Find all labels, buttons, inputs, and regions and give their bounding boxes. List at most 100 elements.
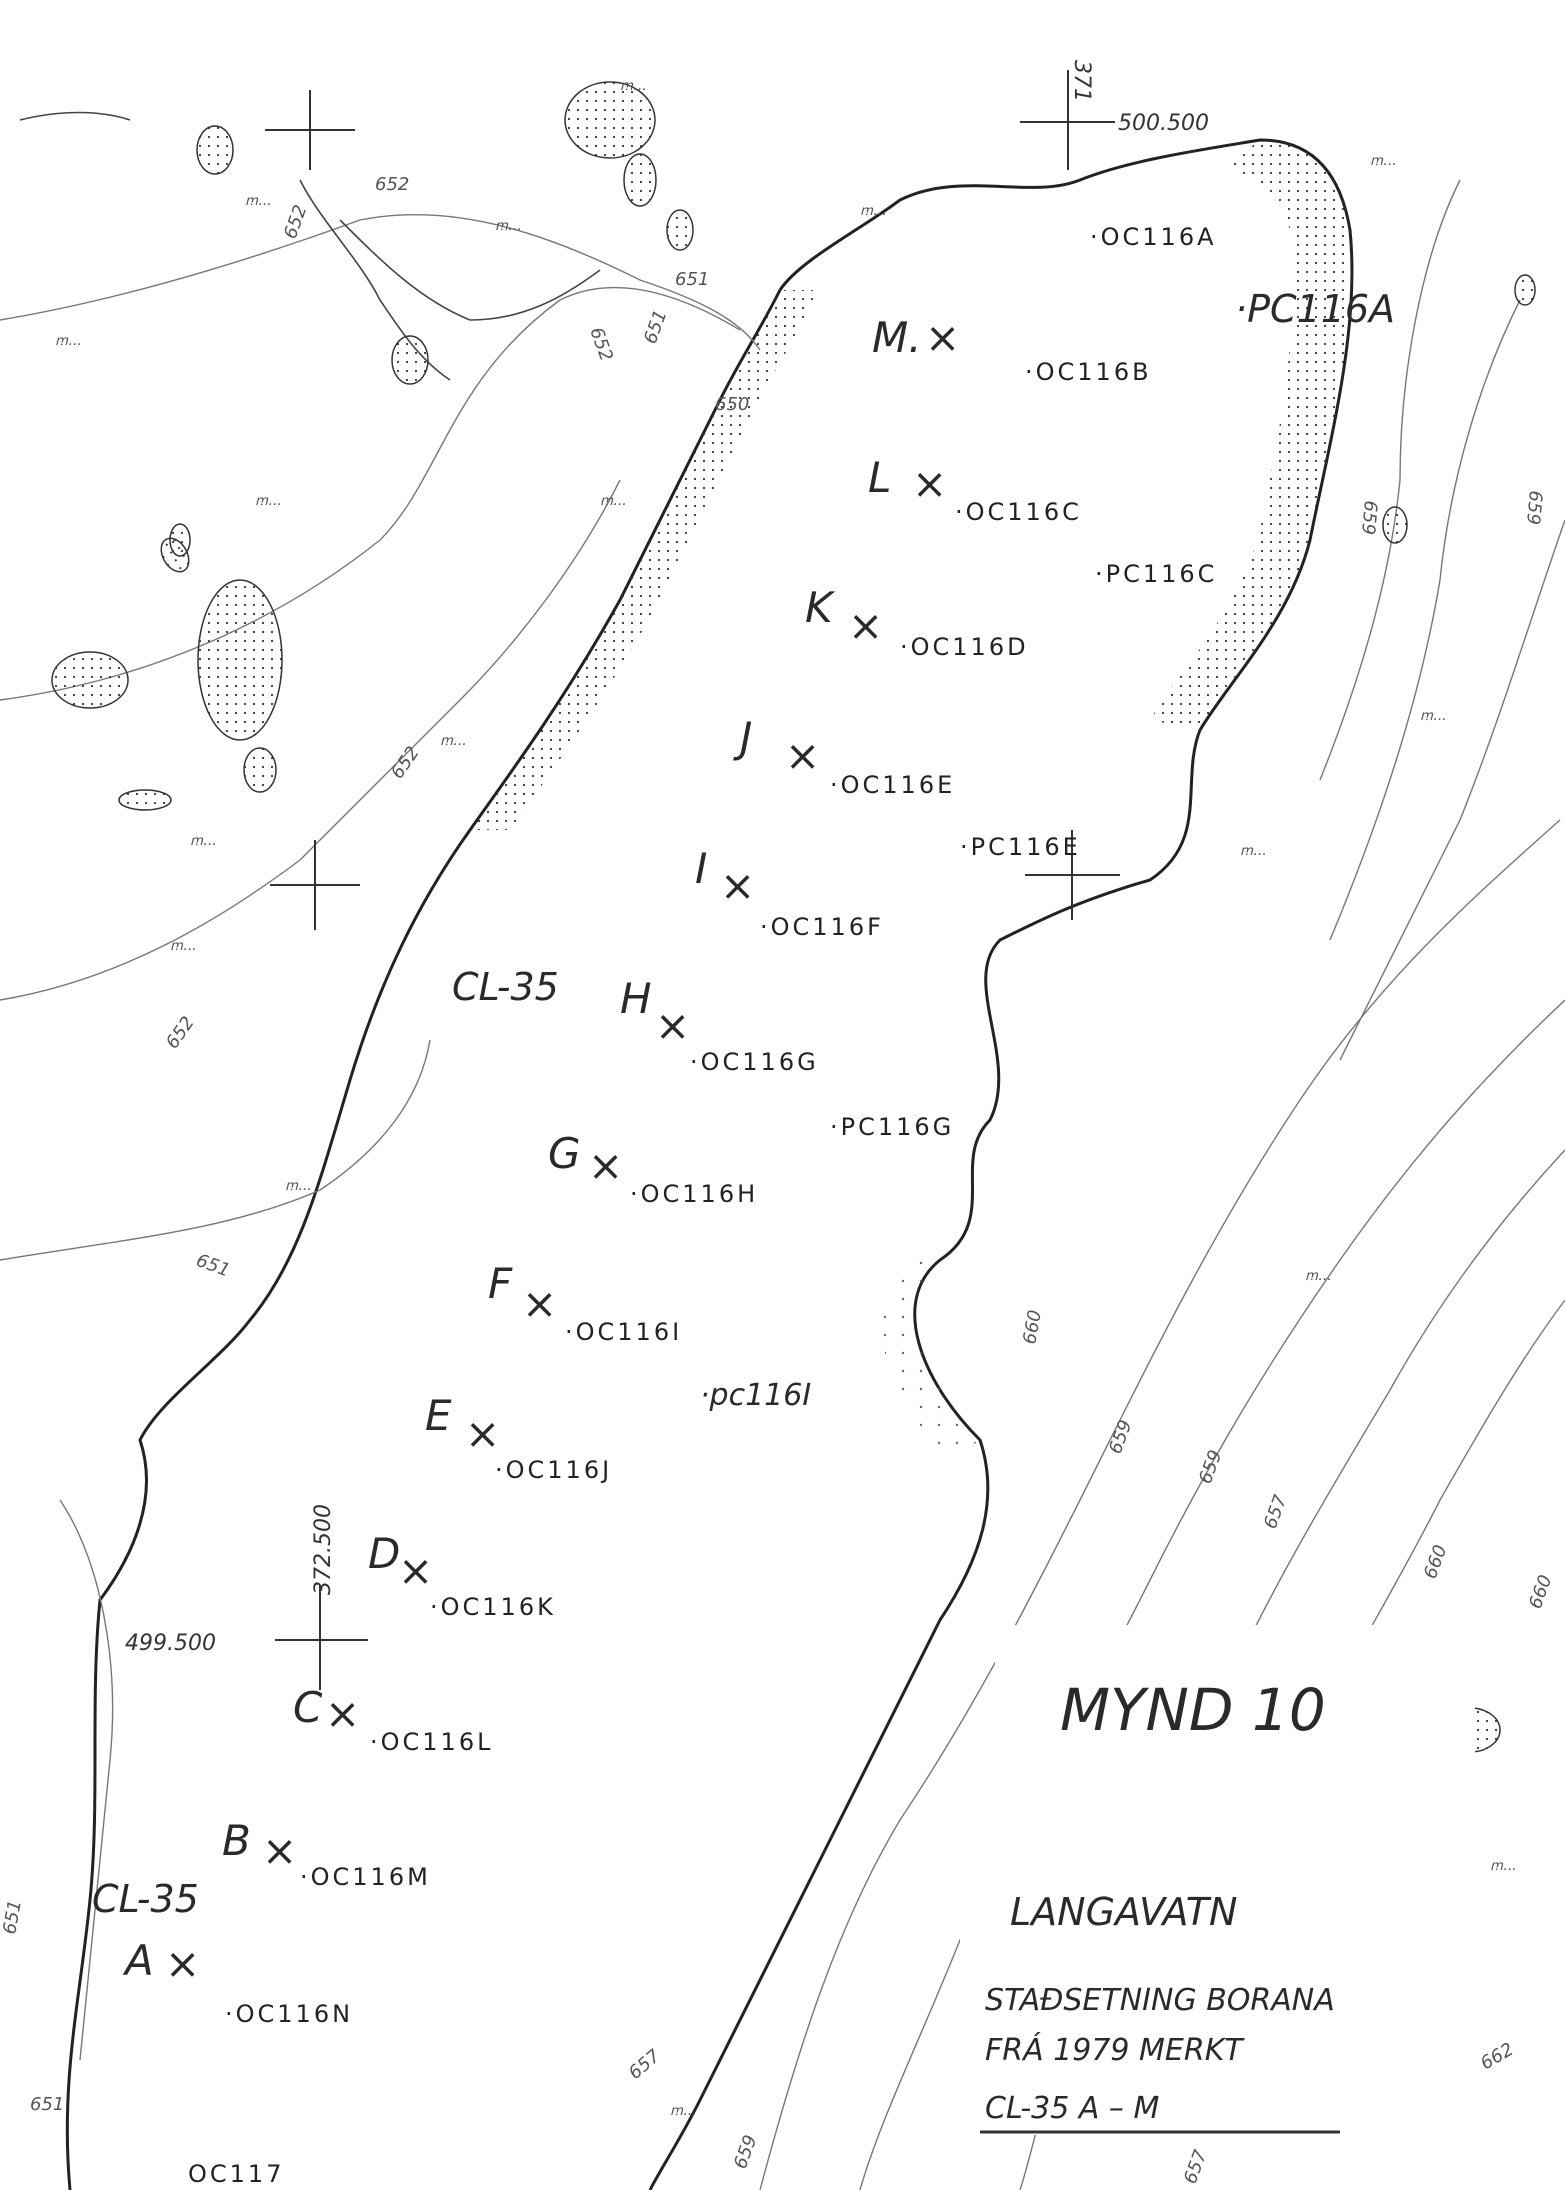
borehole-f: F × ·OC116I [488, 1259, 679, 1346]
core-label: ·OC116A [1090, 223, 1217, 251]
shore-band-south [882, 1260, 980, 1460]
svg-text:ꭑ...: ꭑ... [600, 493, 626, 509]
core-label: ·OC116G [690, 1048, 819, 1076]
borehole-i: I × ·OC116F [695, 844, 884, 941]
svg-text:L: L [868, 453, 891, 502]
borehole-k: K × ·OC116D [805, 583, 1026, 661]
svg-text:F: F [488, 1259, 513, 1308]
svg-text:×: × [165, 1939, 200, 1988]
svg-text:G: G [548, 1129, 581, 1178]
core-label: ·OC116H [630, 1180, 758, 1208]
piston-cores: ·PC116A ·PC116C ·PC116E ·PC116G ·pc116I [700, 287, 1395, 1413]
svg-text:·PC116E: ·PC116E [960, 833, 1081, 861]
lake-shoreline-north-east [648, 138, 1354, 2190]
ponds [51, 81, 1536, 1753]
series-label-bottom: CL-35 [92, 1877, 199, 1921]
svg-text:ꭑ...: ꭑ... [1370, 153, 1396, 169]
core-label: ·OC116K [430, 1593, 556, 1621]
svg-text:ꭑ...: ꭑ... [245, 193, 271, 209]
lake-name: LANGAVATN [1010, 1890, 1237, 1934]
title-panel [995, 1625, 1475, 1855]
borehole-l: L × ·OC116C [868, 453, 1079, 526]
grid-cross-top [1020, 70, 1115, 170]
svg-text:650: 650 [715, 394, 749, 415]
svg-text:652: 652 [375, 174, 409, 195]
core-label: ·OC116N [225, 2000, 353, 2028]
svg-text:659: 659 [1105, 1417, 1136, 1456]
svg-text:ꭑ...: ꭑ... [1305, 1268, 1331, 1284]
grid-cross-bottom [275, 1585, 368, 1690]
core-label: ·OC116B [1025, 358, 1152, 386]
grid-easting-top: 371 [1069, 60, 1094, 102]
svg-text:ꭑ...: ꭑ... [620, 78, 646, 94]
svg-text:657: 657 [625, 2045, 665, 2084]
svg-text:·PC116G: ·PC116G [830, 1113, 954, 1141]
svg-text:660: 660 [1420, 1542, 1451, 1581]
caption-panel [960, 1855, 1460, 2135]
grid-northing-top: 500.500 [1118, 111, 1209, 136]
borehole-c: C × ·OC116L [293, 1683, 490, 1756]
svg-text:·pc116I: ·pc116I [700, 1378, 811, 1413]
borehole-m: M. × ·OC116A ·OC116B [872, 223, 1217, 386]
svg-text:652: 652 [162, 1013, 199, 1053]
svg-text:×: × [720, 861, 755, 910]
svg-text:652: 652 [280, 202, 311, 241]
contours-west [0, 214, 761, 2061]
svg-text:×: × [925, 313, 960, 362]
svg-text:ꭑ...: ꭑ... [440, 733, 466, 749]
core-label: ·OC116F [760, 913, 884, 941]
borehole-d: D × ·OC116K [368, 1529, 556, 1621]
svg-text:A: A [122, 1936, 154, 1985]
svg-text:B: B [222, 1816, 251, 1865]
svg-text:ꭑ...: ꭑ... [1240, 843, 1266, 859]
series-label-top: CL-35 [452, 965, 559, 1009]
svg-text:×: × [912, 459, 947, 508]
svg-text:×: × [325, 1689, 360, 1738]
svg-text:J: J [733, 713, 752, 762]
svg-text:×: × [398, 1546, 433, 1595]
svg-text:×: × [588, 1141, 623, 1190]
core-label: ·OC116M [300, 1863, 431, 1891]
svg-text:657: 657 [1260, 1492, 1292, 1532]
core-label: ·OC116J [495, 1456, 612, 1484]
svg-text:ꭑ...: ꭑ... [285, 1178, 311, 1194]
svg-text:651: 651 [675, 269, 709, 290]
svg-text:ꭑ...: ꭑ... [1490, 1858, 1516, 1874]
marsh-symbols: ꭑ... ꭑ... ꭑ... ꭑ... ꭑ... ꭑ... ꭑ... ꭑ... … [55, 78, 1516, 2119]
caption-line-1: STAÐSETNING BORANA [985, 1983, 1335, 2018]
borehole-a: CL-35 A × ·OC116N [92, 1877, 353, 2028]
svg-text:×: × [262, 1826, 297, 1875]
svg-text:×: × [522, 1279, 557, 1328]
borehole-h: CL-35 H × ·OC116G [452, 965, 819, 1076]
map-title: MYND 10 [1060, 1676, 1326, 1744]
svg-text:ꭑ...: ꭑ... [670, 2103, 696, 2119]
svg-text:I: I [695, 844, 707, 893]
svg-text:651: 651 [193, 1250, 232, 1281]
svg-text:651: 651 [640, 307, 671, 346]
svg-text:ꭑ...: ꭑ... [1420, 708, 1446, 724]
svg-text:651: 651 [0, 1898, 26, 1935]
svg-text:ꭑ...: ꭑ... [170, 938, 196, 954]
core-label: ·OC116E [830, 771, 955, 799]
caption-line-2: FRÁ 1979 MERKT [985, 2032, 1245, 2068]
svg-text:C: C [293, 1683, 323, 1732]
svg-text:ꭑ...: ꭑ... [55, 333, 81, 349]
svg-text:660: 660 [1525, 1572, 1556, 1611]
svg-text:E: E [425, 1391, 452, 1440]
core-label-oc117: OC117 [188, 2160, 284, 2188]
caption-line-3: CL-35 A – M [985, 2091, 1159, 2126]
svg-text:ꭑ...: ꭑ... [860, 203, 886, 219]
borehole-g: G × ·OC116H [548, 1129, 758, 1208]
lake-shoreline-west [65, 289, 782, 2190]
svg-text:651: 651 [30, 2094, 64, 2115]
svg-text:659: 659 [1195, 1447, 1226, 1486]
svg-text:M.: M. [872, 313, 922, 362]
svg-text:H: H [620, 974, 652, 1023]
grid-northing-bottom: 499.500 [125, 1631, 216, 1656]
borehole-j: J × ·OC116E [733, 713, 955, 799]
svg-text:660: 660 [1019, 1308, 1046, 1345]
svg-text:659: 659 [1357, 500, 1381, 536]
svg-text:×: × [848, 601, 883, 650]
svg-text:652: 652 [387, 743, 424, 783]
